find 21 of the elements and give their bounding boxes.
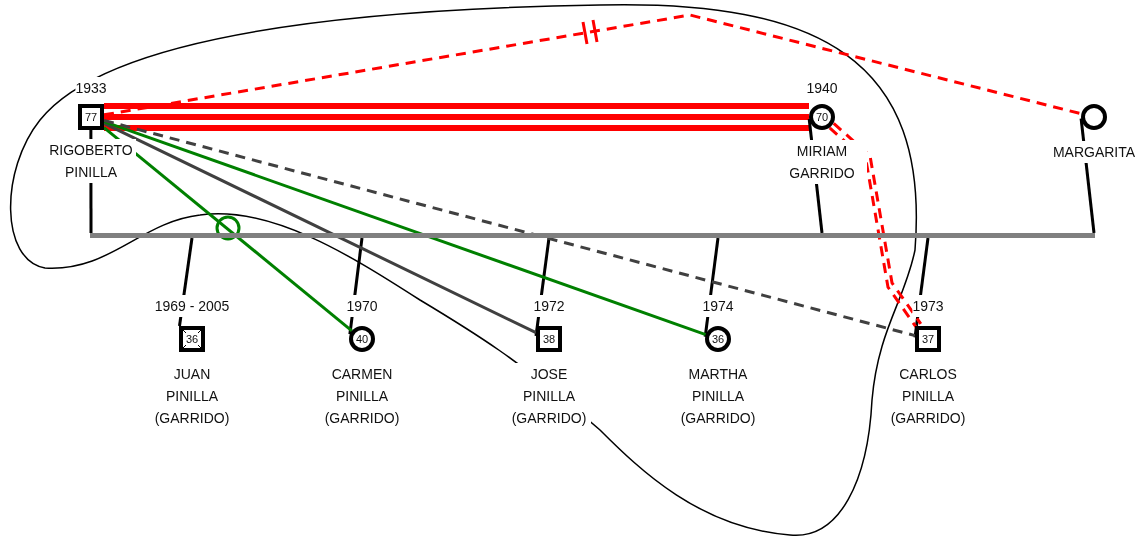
person-circle: 40 [349,326,375,352]
year-label: 1972 [533,295,565,317]
person-square: 37 [915,326,941,352]
relationship-line [103,126,353,332]
year-label: 1970 [346,295,378,317]
person-square: 38 [536,326,562,352]
year-label: 1969 - 2005 [154,295,230,317]
person-name: MARGARITA [1052,141,1136,163]
relationship-line [103,121,537,335]
dashed-relationship-line [828,121,923,330]
year-label: 1974 [702,295,734,317]
person-square: 77 [78,104,104,130]
dashed-relationship-line [103,13,1082,117]
deceased-person-square: 36 [179,326,205,352]
person-circle: 70 [809,104,835,130]
conflict-line [101,103,812,131]
year-label: 1973 [912,295,944,317]
person-circle [1081,104,1107,130]
dashed-relationship-line [103,118,916,338]
person-circle: 36 [705,326,731,352]
relationship-line [103,120,707,337]
